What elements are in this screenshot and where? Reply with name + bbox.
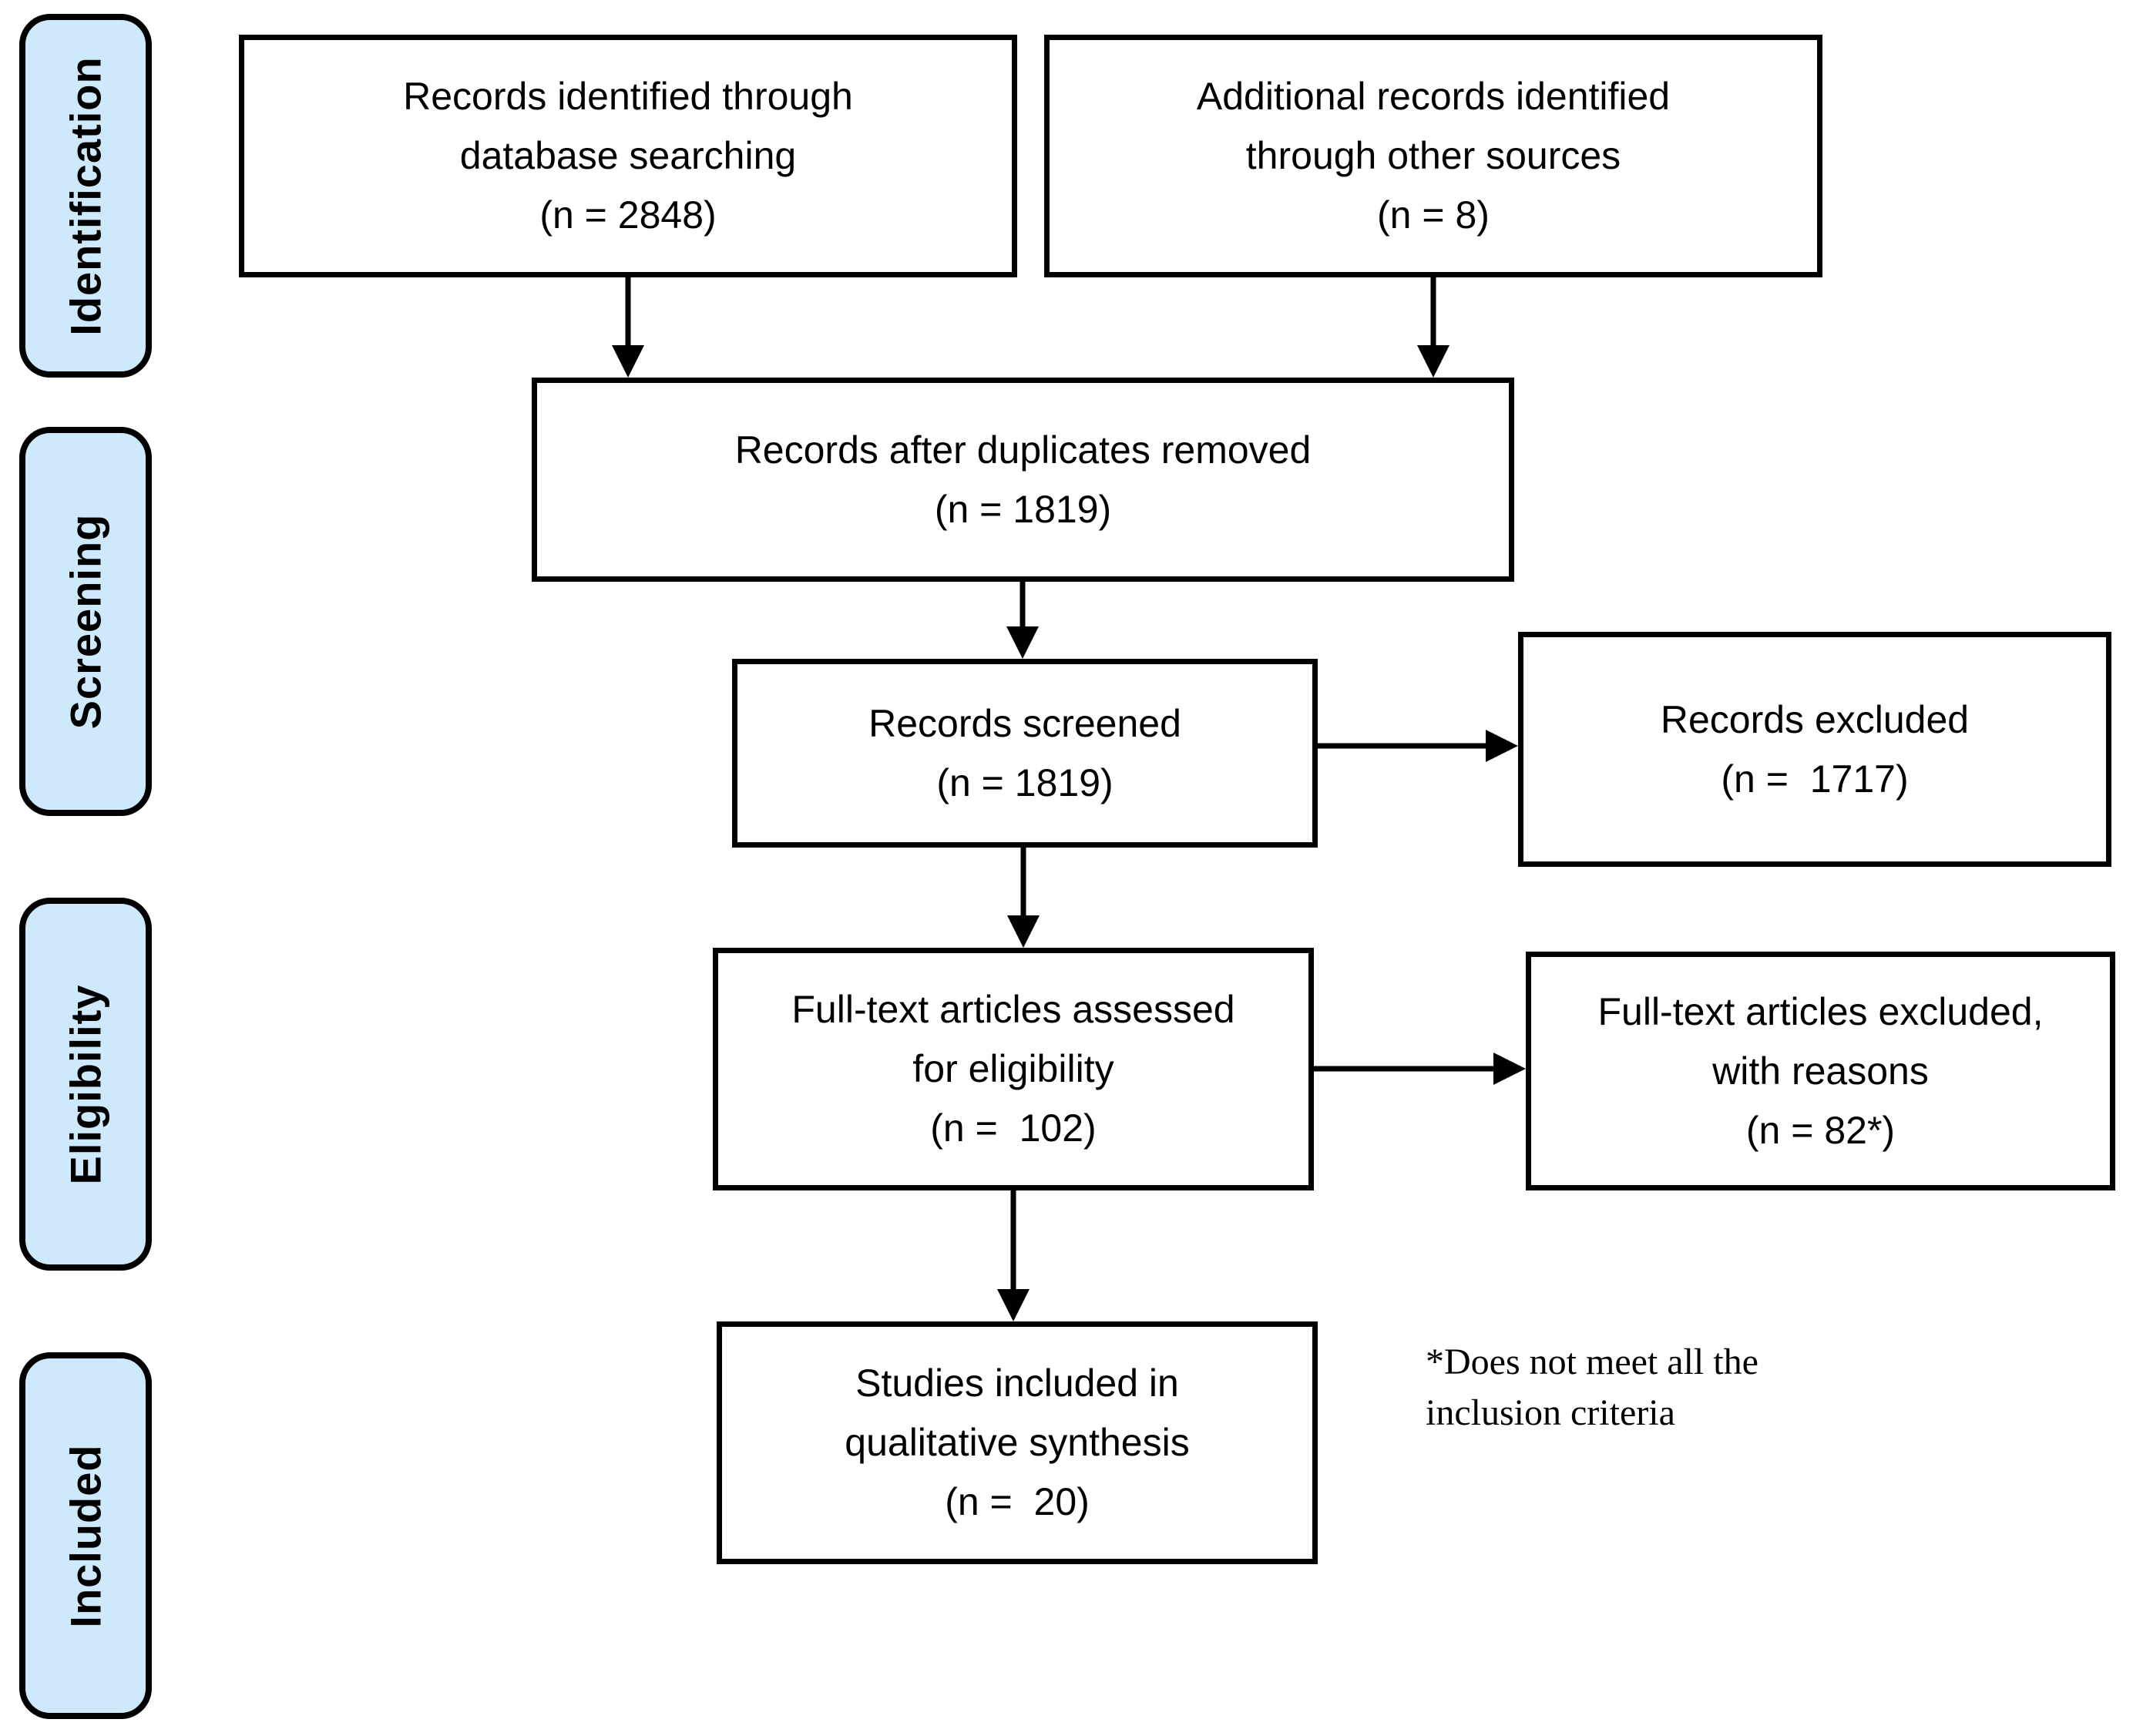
stage-eligibility: Eligibility: [19, 898, 152, 1271]
arrow-down-identified-to-deduplicated-icon: [612, 277, 644, 378]
box-additional-records-text: Additional records identified through ot…: [1196, 75, 1671, 237]
box-records-screened-text: Records screened (n = 1819): [868, 701, 1181, 804]
box-additional-records: Additional records identified through ot…: [1044, 35, 1822, 277]
box-after-duplicates-text: Records after duplicates removed (n = 18…: [734, 428, 1312, 531]
stage-identification: Identification: [19, 14, 152, 378]
box-fulltext-assessed: Full-text articles assessed for eligibil…: [713, 948, 1314, 1190]
arrow-down-additional-to-deduplicated-icon: [1417, 277, 1449, 378]
box-records-identified-text: Records identified through database sear…: [403, 75, 853, 237]
arrow-down-fulltext-to-included-icon: [997, 1190, 1030, 1321]
arrow-down-screened-to-fulltext-icon: [1007, 848, 1040, 948]
box-records-excluded-text: Records excluded (n = 1717): [1660, 697, 1970, 801]
box-fulltext-excluded-text: Full-text articles excluded, with reason…: [1597, 989, 2044, 1152]
box-records-identified: Records identified through database sear…: [239, 35, 1017, 277]
arrow-right-fulltext-to-excluded-icon: [1314, 1053, 1526, 1085]
box-fulltext-assessed-text: Full-text articles assessed for eligibil…: [791, 988, 1235, 1150]
stage-included: Included: [19, 1352, 152, 1719]
box-studies-included-text: Studies included in qualitative synthesi…: [845, 1362, 1190, 1523]
arrow-down-deduplicated-to-screened-icon: [1006, 582, 1039, 659]
box-studies-included: Studies included in qualitative synthesi…: [717, 1321, 1318, 1564]
footnote: *Does not meet all the inclusion criteri…: [1426, 1341, 1758, 1433]
box-records-excluded: Records excluded (n = 1717): [1518, 632, 2111, 867]
box-fulltext-excluded: Full-text articles excluded, with reason…: [1526, 952, 2115, 1190]
box-records-screened: Records screened (n = 1819): [732, 659, 1318, 848]
box-after-duplicates: Records after duplicates removed (n = 18…: [532, 378, 1514, 582]
arrow-right-screened-to-excluded-icon: [1314, 730, 1518, 762]
stage-screening: Screening: [19, 427, 152, 816]
